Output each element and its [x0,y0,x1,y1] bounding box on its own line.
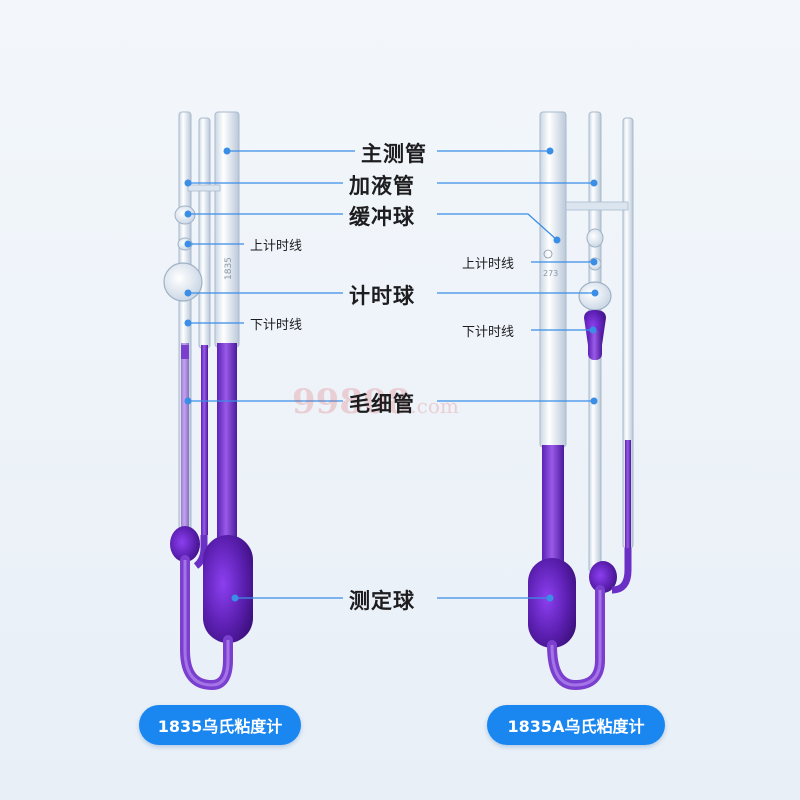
title-left-model: 1835乌氏粘度计 [139,705,301,745]
svg-text:1835: 1835 [224,257,234,280]
label-capillary: 毛细管 [349,392,415,416]
label-lower-mark-left: 下计时线 [250,318,303,333]
label-upper-mark-right: 上计时线 [462,257,515,272]
label-measuring-bulb: 测定球 [349,589,415,613]
leader-lines [188,150,595,599]
watermark: 99808.com [292,382,459,422]
label-timing-bulb: 计时球 [349,284,415,308]
label-buffer-bulb: 缓冲球 [349,205,415,229]
title-right-model: 1835A乌氏粘度计 [487,705,665,745]
watermark-suffix: .com [410,394,459,418]
label-lower-mark-right: 下计时线 [462,325,515,340]
right-viscometer: 273 [528,111,634,691]
left-viscometer: 1835 [163,111,253,691]
label-upper-mark-left: 上计时线 [250,239,303,254]
leader-dots [184,147,599,602]
svg-text:273: 273 [543,269,558,278]
label-main-tube: 主测管 [361,142,427,166]
watermark-number: 99808 [292,382,411,422]
label-fill-tube: 加液管 [349,174,415,198]
